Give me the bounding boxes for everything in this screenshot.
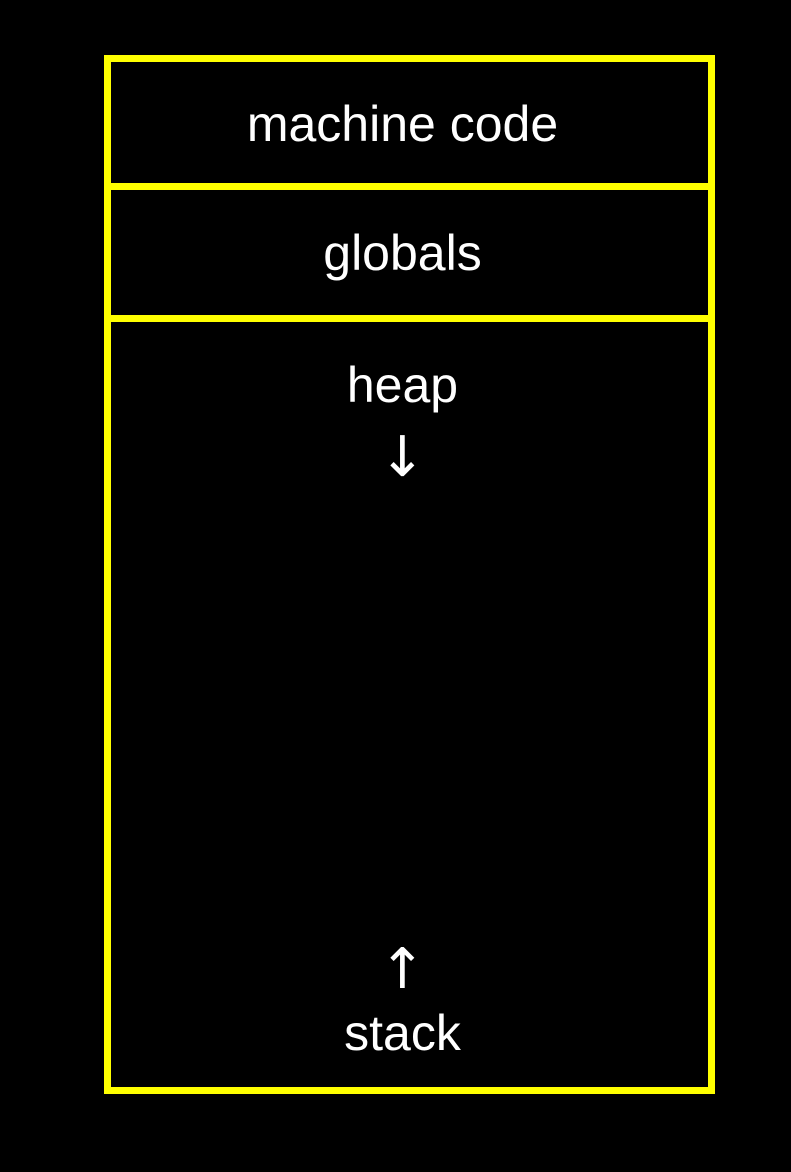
memory-layout-box — [104, 55, 715, 1094]
stack-growth-arrow-icon: ↑ — [379, 937, 426, 1002]
segment-divider-globals-heap — [104, 315, 715, 322]
segment-divider-code-globals — [104, 183, 715, 190]
heap-label: heap — [346, 357, 459, 413]
machine-code-label: machine code — [246, 96, 559, 152]
stack-label: stack — [344, 1005, 461, 1061]
heap-growth-arrow-icon: ↓ — [379, 425, 426, 490]
globals-label: globals — [323, 225, 482, 281]
